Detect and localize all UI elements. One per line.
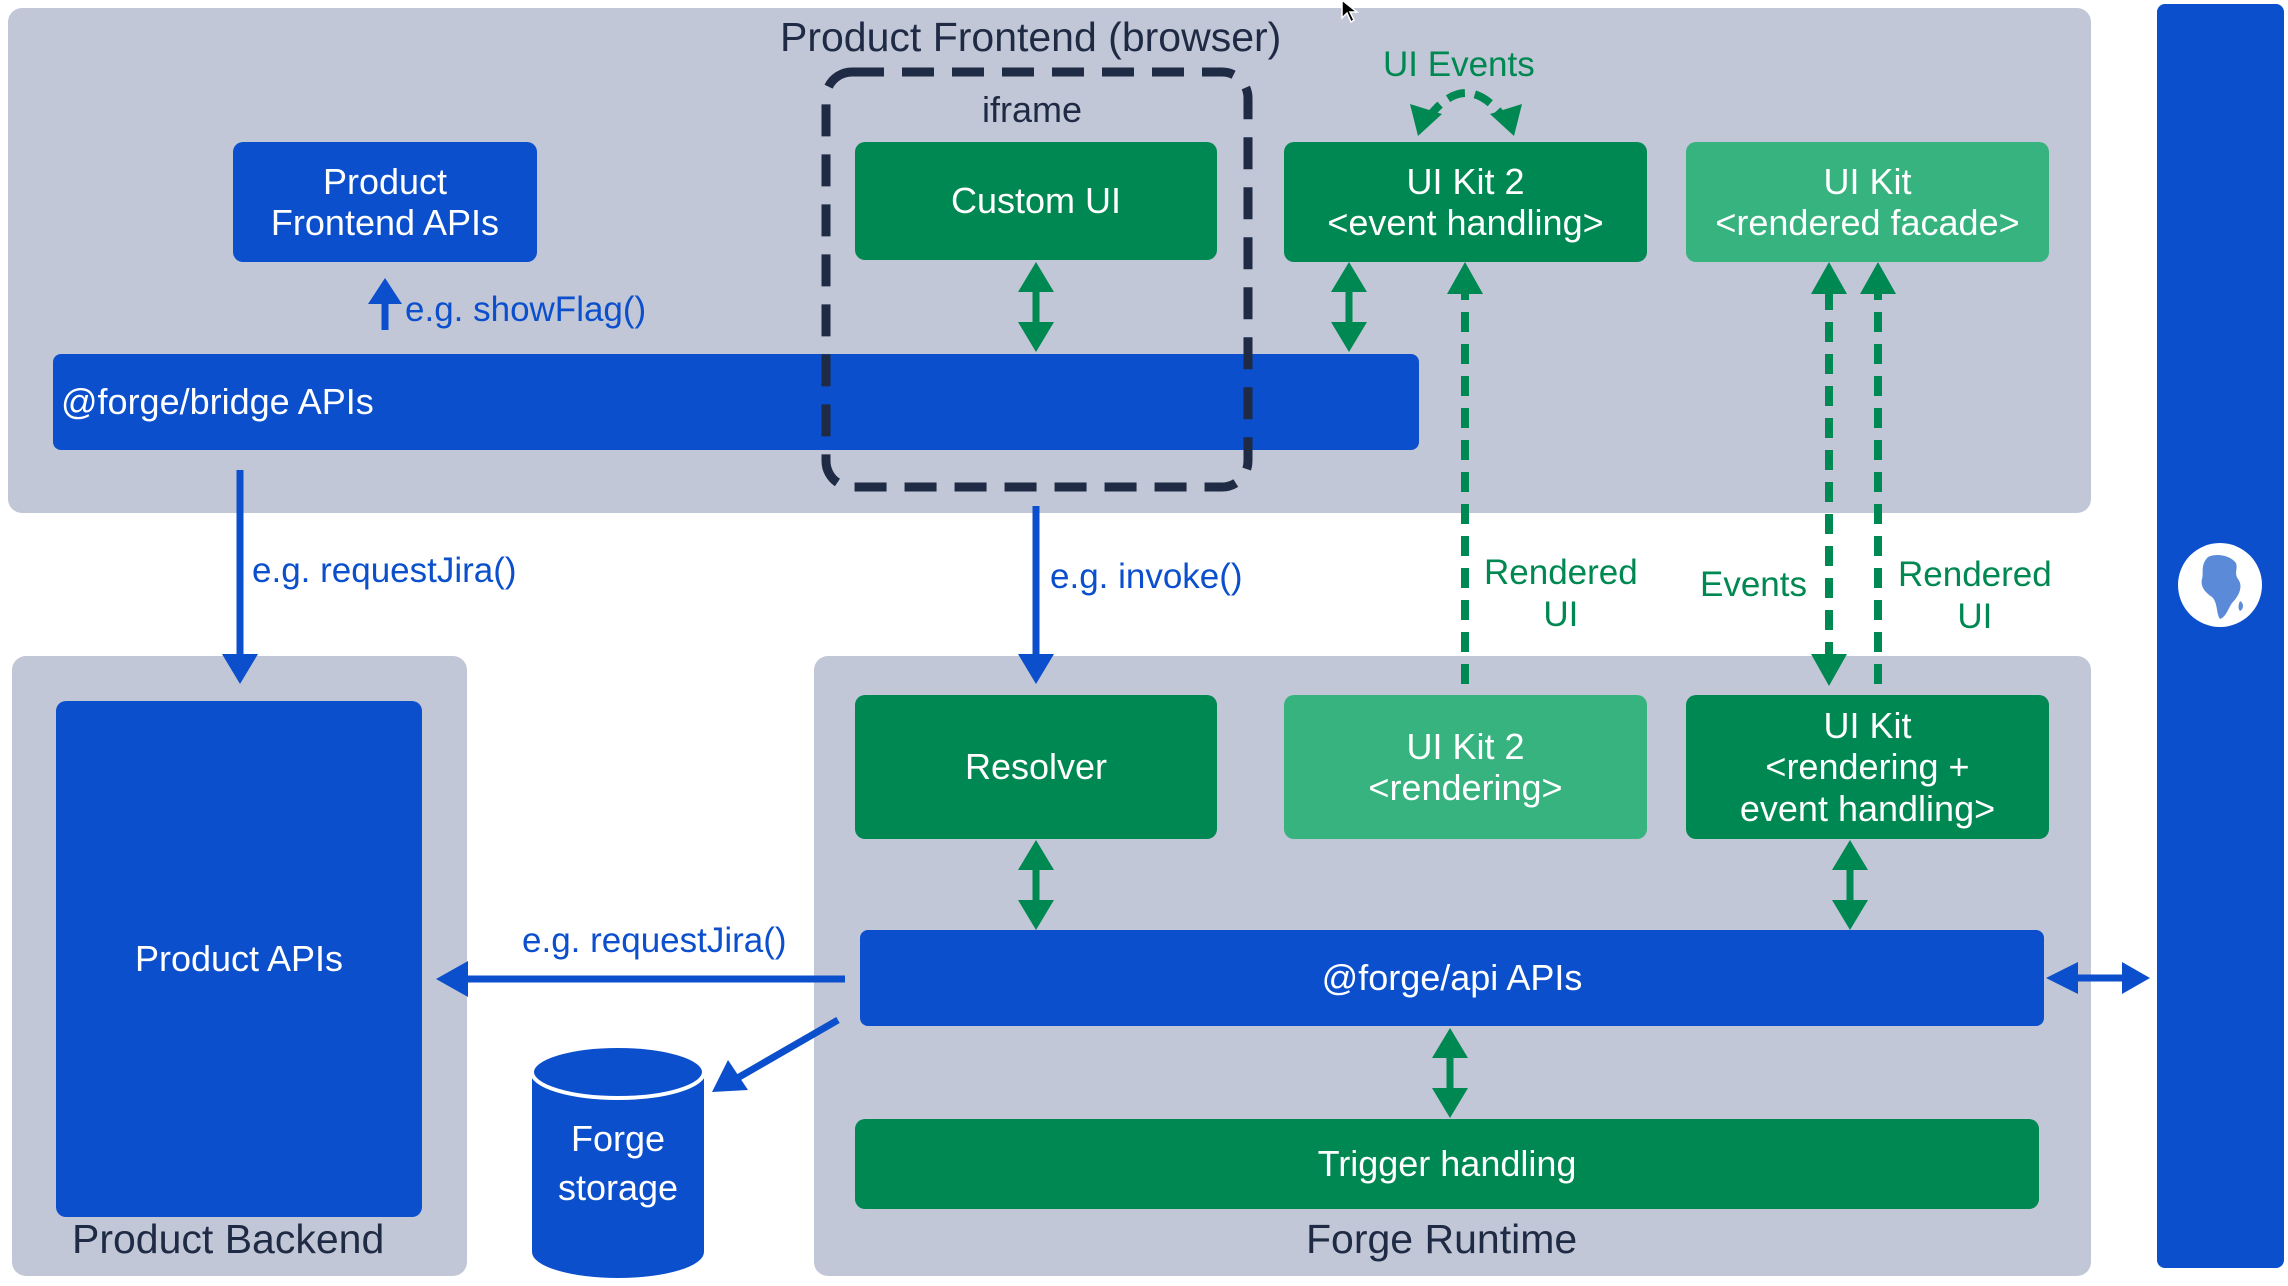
rendered-ui-label-2: Rendered UI xyxy=(1898,555,2052,636)
forge-storage-label: Forge storage xyxy=(557,1118,679,1208)
forge-runtime-title: Forge Runtime xyxy=(1306,1216,1578,1262)
uikit2-event-handling-box: UI Kit 2 <event handling> xyxy=(1284,142,1647,262)
custom-ui-box: Custom UI xyxy=(855,142,1217,260)
forge-api-apis-bar: @forge/api APIs xyxy=(860,930,2044,1026)
internet-bar xyxy=(2157,4,2284,1268)
uikit2-rendering-box: UI Kit 2 <rendering> xyxy=(1284,695,1647,839)
product-frontend-apis-box: Product Frontend APIs xyxy=(233,142,537,262)
ui-events-label: UI Events xyxy=(1383,45,1535,84)
product-frontend-title: Product Frontend (browser) xyxy=(780,14,1282,60)
forge-bridge-apis-bar: @forge/bridge APIs xyxy=(53,354,1419,450)
product-backend-title: Product Backend xyxy=(72,1216,385,1262)
uikit-rendered-facade-box: UI Kit <rendered facade> xyxy=(1686,142,2049,262)
product-apis-box: Product APIs xyxy=(56,701,422,1217)
resolver-box: Resolver xyxy=(855,695,1217,839)
uikit-rendering-event-handling-box: UI Kit <rendering + event handling> xyxy=(1686,695,2049,839)
events-label: Events xyxy=(1700,565,1807,604)
trigger-handling-box: Trigger handling xyxy=(855,1119,2039,1209)
rendered-ui-label-1: Rendered UI xyxy=(1484,553,1638,634)
request-jira-label-1: e.g. requestJira() xyxy=(252,551,517,590)
request-jira-label-2: e.g. requestJira() xyxy=(522,921,787,960)
show-flag-label: e.g. showFlag() xyxy=(405,290,647,329)
globe-icon xyxy=(2178,543,2262,627)
invoke-label: e.g. invoke() xyxy=(1050,557,1243,596)
iframe-label: iframe xyxy=(982,89,1083,130)
